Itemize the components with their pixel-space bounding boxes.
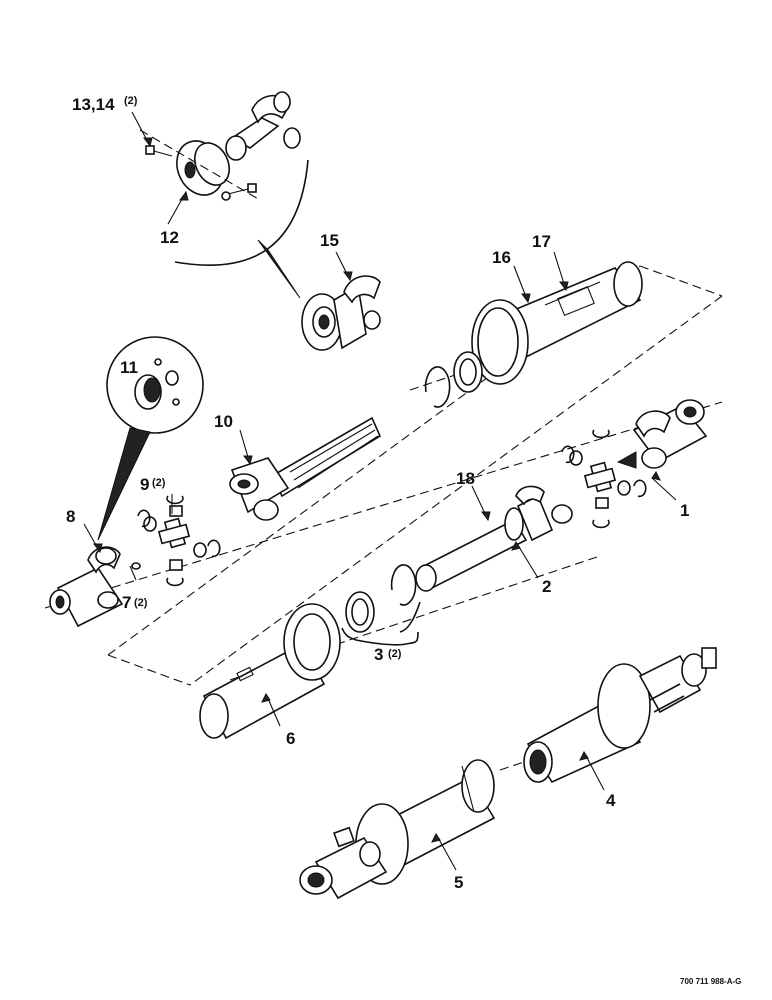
part-2-18-inner-tube bbox=[415, 485, 573, 592]
callout-labels: 13,14 (2) 12 15 16 17 11 10 9 (2) 8 7 (2… bbox=[66, 95, 689, 892]
callout-1: 1 bbox=[680, 501, 689, 520]
part-9-cross-bearing-left bbox=[131, 495, 221, 587]
part-6-outer-tube bbox=[199, 603, 341, 740]
callout-17: 17 bbox=[532, 232, 551, 251]
callout-7: 7 bbox=[122, 593, 131, 612]
part-3-rings bbox=[341, 564, 421, 646]
detail-circle-11 bbox=[97, 336, 204, 541]
callout-8: 8 bbox=[66, 507, 75, 526]
upper-rings bbox=[424, 351, 483, 408]
cross-bearing-right bbox=[561, 429, 647, 529]
callout-16: 16 bbox=[492, 248, 511, 267]
callout-18: 18 bbox=[456, 469, 475, 488]
part-5-assembly-half bbox=[299, 759, 496, 900]
part-4-assembly-half bbox=[523, 647, 717, 784]
callout-5: 5 bbox=[454, 873, 463, 892]
part-1-yoke bbox=[616, 399, 708, 469]
drawing-code: 700 711 988-A-G bbox=[680, 977, 741, 986]
part-8-yoke bbox=[49, 546, 124, 628]
callout-13-14-qty: (2) bbox=[124, 95, 138, 107]
callout-3: 3 bbox=[374, 645, 383, 664]
part-10-splined-shaft bbox=[229, 416, 382, 521]
callout-4: 4 bbox=[606, 791, 616, 810]
callout-9-qty: (2) bbox=[152, 477, 166, 489]
detail-arc-upper bbox=[139, 91, 309, 299]
callout-13-14: 13,14 bbox=[72, 95, 115, 114]
callout-15: 15 bbox=[320, 231, 339, 250]
callout-11: 11 bbox=[120, 358, 138, 377]
callout-2: 2 bbox=[542, 577, 551, 596]
leader-arrowheads bbox=[93, 137, 661, 843]
callout-3-qty: (2) bbox=[388, 648, 402, 660]
callout-10: 10 bbox=[214, 412, 233, 431]
callout-12: 12 bbox=[160, 228, 179, 247]
part-15-flange-yoke bbox=[301, 275, 381, 351]
callout-9: 9 bbox=[140, 475, 149, 494]
part-16-17-outer-guard bbox=[471, 261, 643, 385]
callout-6: 6 bbox=[286, 729, 295, 748]
callout-7-qty: (2) bbox=[134, 597, 148, 609]
